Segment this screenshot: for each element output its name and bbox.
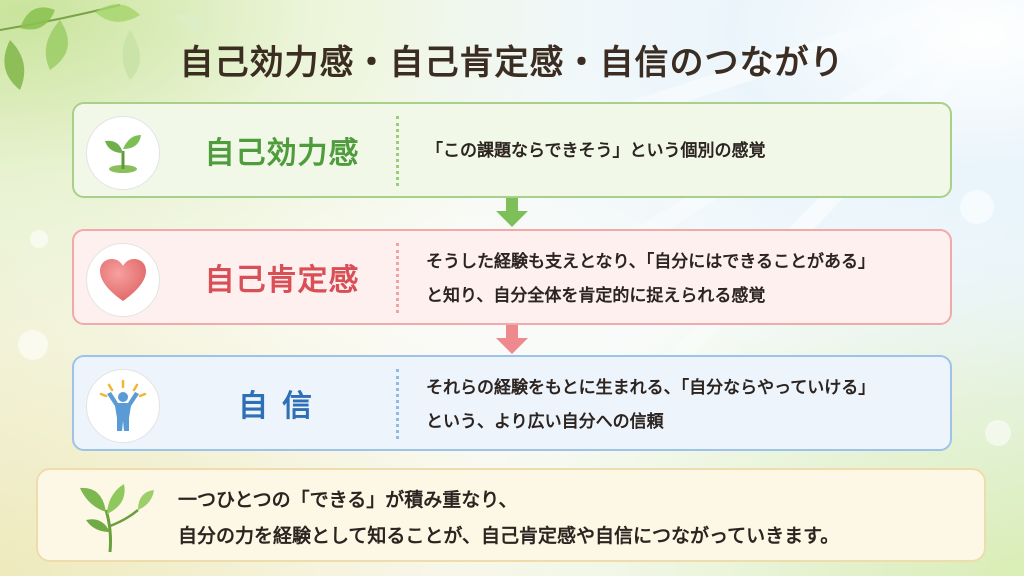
page-title: 自己効力感・自己肯定感・自信のつながり xyxy=(179,43,845,83)
summary-text: 一つひとつの「できる」が積み重なり、 自分の力を経験として知ることが、自己肯定感… xyxy=(178,482,839,554)
person-raising-arms-icon xyxy=(99,379,147,431)
down-arrow-icon xyxy=(496,325,528,354)
self-esteem-label: 自己肯定感 xyxy=(204,263,360,298)
self-esteem-description: そうした経験も支えとなり、「自分にはできることがある」 と知り、自分全体を肯定的… xyxy=(426,245,930,313)
bokeh-dot xyxy=(18,330,48,360)
description-line: 「この課題ならできそう」という個別の感覚 xyxy=(426,141,766,161)
description-line: そうした経験も支えとなり、「自分にはできることがある」 xyxy=(426,252,875,272)
dotted-divider xyxy=(396,116,399,186)
bokeh-dot xyxy=(30,230,48,248)
self-esteem-card: 自己肯定感 そうした経験も支えとなり、「自分にはできることがある」 と知り、自分… xyxy=(72,229,952,325)
person-icon-circle xyxy=(86,369,160,443)
summary-line: 自分の力を経験として知ることが、自己肯定感や自信につながっていきます。 xyxy=(178,525,840,547)
confidence-card: 自信 それらの経験をもとに生まれる、「自分ならやっていける」 という、より広い自… xyxy=(72,355,952,451)
description-line: と知り、自分全体を肯定的に捉えられる感覚 xyxy=(426,286,766,306)
heart-icon xyxy=(100,259,146,301)
description-line: それらの経験をもとに生まれる、「自分ならやっていける」 xyxy=(426,378,876,398)
description-line: という、より広い自分への信頼 xyxy=(426,412,664,432)
dotted-divider xyxy=(396,369,399,439)
self-efficacy-description: 「この課題ならできそう」という個別の感覚 xyxy=(426,134,930,168)
self-efficacy-card: 自己効力感 「この課題ならできそう」という個別の感覚 xyxy=(72,102,952,198)
down-arrow-icon xyxy=(496,198,528,227)
heart-icon-circle xyxy=(86,243,160,317)
confidence-label: 自信 xyxy=(238,389,326,424)
sprout-icon-circle xyxy=(86,116,160,190)
corner-leaves-decoration xyxy=(0,4,210,90)
self-efficacy-label: 自己効力感 xyxy=(204,136,360,171)
confidence-description: それらの経験をもとに生まれる、「自分ならやっていける」 という、より広い自分への… xyxy=(426,371,930,439)
summary-line: 一つひとつの「できる」が積み重なり、 xyxy=(178,489,518,511)
bokeh-dot xyxy=(960,190,994,224)
dotted-divider xyxy=(396,243,399,313)
bokeh-dot xyxy=(985,420,1011,446)
summary-box: 一つひとつの「できる」が積み重なり、 自分の力を経験として知ることが、自己肯定感… xyxy=(36,468,986,562)
sprout-icon xyxy=(105,135,141,173)
leaf-sprig-icon xyxy=(80,484,154,553)
